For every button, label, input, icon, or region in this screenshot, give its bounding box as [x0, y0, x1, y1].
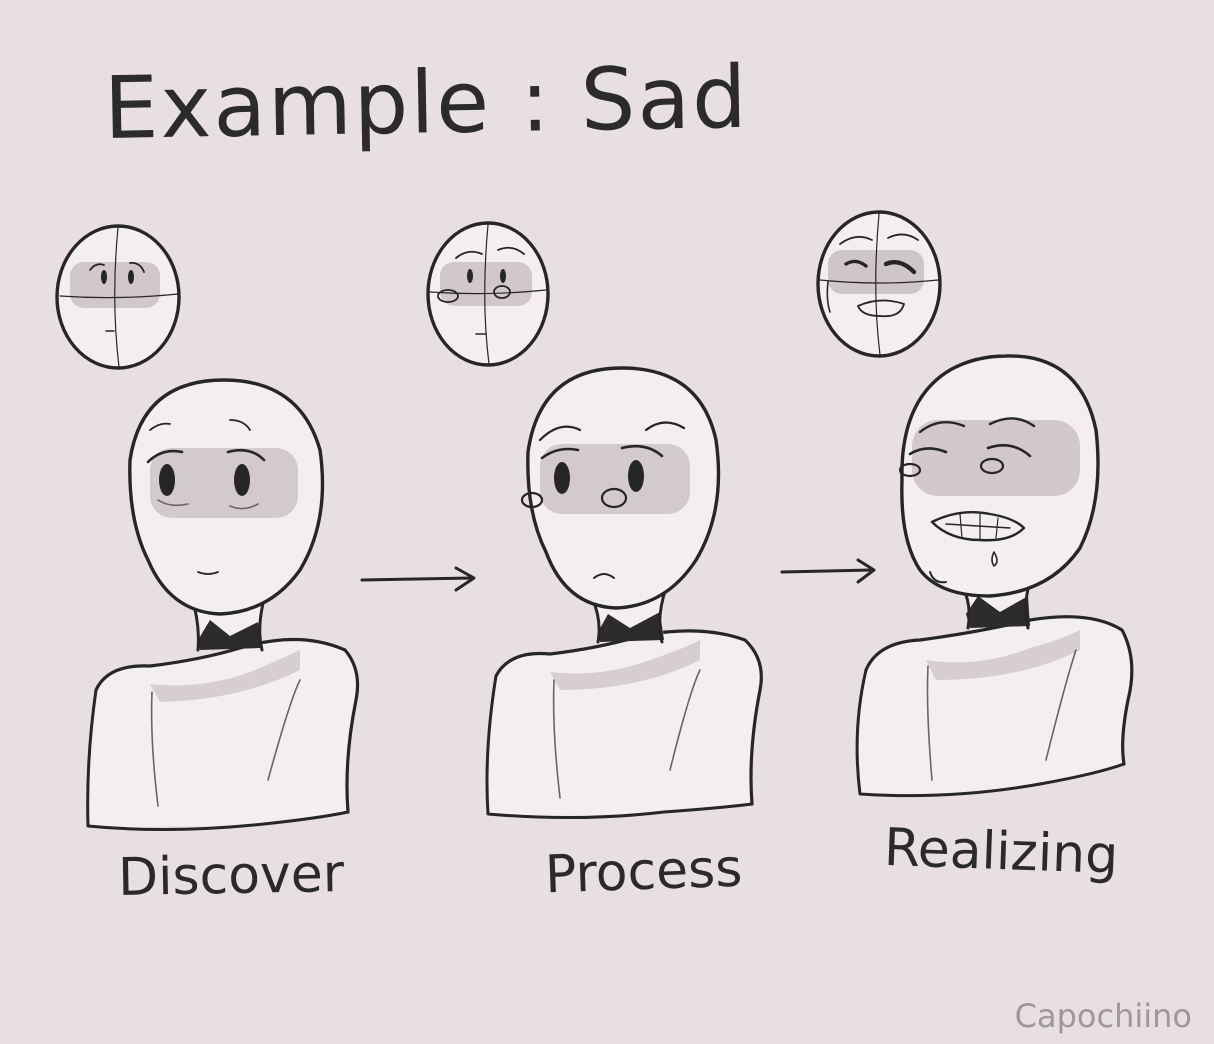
arrow-process-to-realizing	[780, 558, 876, 584]
process-bust	[485, 366, 763, 820]
realizing-bust	[855, 354, 1134, 798]
realizing-face-guide	[816, 210, 942, 358]
artist-watermark: Capochiino	[1014, 997, 1192, 1035]
process-face-guide	[426, 221, 550, 367]
discover-face-guide	[55, 224, 181, 370]
arrow-discover-to-process	[360, 566, 476, 592]
stage-label-process: Process	[544, 838, 744, 906]
discover-bust	[86, 378, 360, 832]
stage-label-realizing: Realizing	[883, 817, 1120, 887]
stage-label-discover: Discover	[117, 844, 345, 908]
